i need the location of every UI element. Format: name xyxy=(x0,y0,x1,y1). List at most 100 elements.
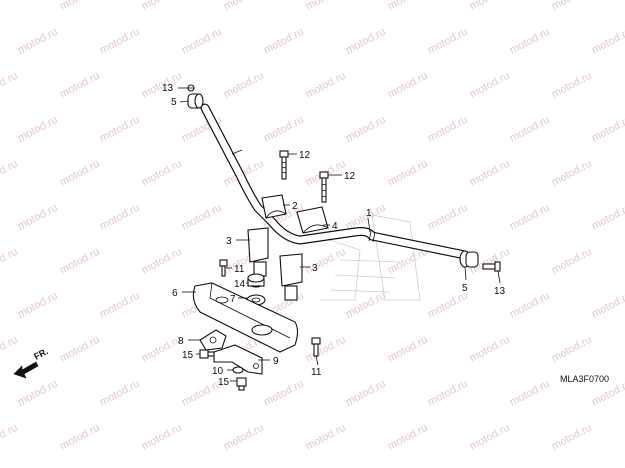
callout-12-right: 12 xyxy=(344,171,356,182)
bar-end-weight-left xyxy=(187,93,204,109)
watermark-text: motod.ru xyxy=(16,290,60,321)
direction-label: FR. xyxy=(32,346,49,362)
callout-13-right: 13 xyxy=(494,286,506,297)
watermark-text: motod.ru xyxy=(222,422,266,453)
watermark-text: motod.ru xyxy=(508,26,552,57)
bar-end-screw-left xyxy=(187,84,195,92)
callout-3-right: 3 xyxy=(312,263,318,274)
watermark-text: motod.ru xyxy=(58,158,102,189)
callout-13-left: 13 xyxy=(162,83,174,94)
callout-8: 8 xyxy=(178,336,184,347)
callout-14: 14 xyxy=(234,279,246,290)
callout-4: 4 xyxy=(332,221,338,232)
arrow-left-icon xyxy=(13,361,39,379)
watermark-text: motod.ru xyxy=(508,378,552,409)
watermark-text: motod.ru xyxy=(386,334,430,365)
bracket-9 xyxy=(213,344,263,375)
watermark-text: motod.ru xyxy=(0,334,20,365)
handlebar xyxy=(200,103,470,260)
watermark-text: motod.ru xyxy=(0,0,20,13)
watermark-text: motod.ru xyxy=(344,26,388,57)
watermark-text: motod.ru xyxy=(344,378,388,409)
watermark-text: motod.ru xyxy=(0,158,20,189)
leader-lines xyxy=(178,87,501,382)
watermark-text: motod.ru xyxy=(98,114,142,145)
nut-14 xyxy=(247,273,265,288)
lower-holder-3-left xyxy=(247,227,269,277)
watermark-text: motod.ru xyxy=(468,70,512,101)
bolt-15-upper xyxy=(199,349,215,359)
upper-holder-4 xyxy=(296,206,329,234)
watermark-text: motod.ru xyxy=(304,422,348,453)
callout-9: 9 xyxy=(273,356,279,367)
watermark-text: motod.ru xyxy=(58,70,102,101)
bar-end-weight-right xyxy=(459,250,479,268)
washer-10 xyxy=(232,366,244,374)
top-bridge-6 xyxy=(192,282,299,353)
bolt-11-left xyxy=(219,259,228,277)
watermark-text: motod.ru xyxy=(222,70,266,101)
watermark-text: motod.ru xyxy=(0,70,20,101)
watermark-text: motod.ru xyxy=(590,290,625,321)
watermark-text: motod.ru xyxy=(16,378,60,409)
watermark-text: motod.ru xyxy=(386,0,430,13)
watermark-text: motod.ru xyxy=(58,422,102,453)
watermark-text: motod.ru xyxy=(344,114,388,145)
watermark-text: motod.ru xyxy=(98,378,142,409)
watermark-text: motod.ru xyxy=(304,334,348,365)
watermark-text: motod.ru xyxy=(590,26,625,57)
watermark-text: motod.ru xyxy=(550,158,594,189)
bolt-15-lower xyxy=(236,377,247,391)
ghost-outline xyxy=(320,214,421,301)
callout-5-right: 5 xyxy=(462,283,468,294)
watermark-text: motod.ru xyxy=(304,246,348,277)
callout-11-right: 11 xyxy=(311,367,322,378)
diagram-code: MLA3F0700 xyxy=(560,374,609,384)
watermark-text: motod.ru xyxy=(58,246,102,277)
front-direction-indicator: FR. xyxy=(13,346,50,379)
watermark-text: motod.ru xyxy=(426,26,470,57)
callouts: 13 5 12 12 2 1 4 3 3 11 14 7 6 5 13 8 9 … xyxy=(162,83,506,388)
callout-1: 1 xyxy=(366,208,372,219)
callout-10: 10 xyxy=(212,366,224,377)
watermark-text: motod.ru xyxy=(590,114,625,145)
watermark-text: motod.ru xyxy=(508,290,552,321)
bolt-12-right xyxy=(319,171,329,203)
watermark-text: motod.ru xyxy=(426,114,470,145)
callout-3-left: 3 xyxy=(226,236,232,247)
watermark-text: motod.ru xyxy=(344,290,388,321)
watermark-text: motod.ru xyxy=(304,70,348,101)
watermark-text: motod.ru xyxy=(550,246,594,277)
watermark-text: motod.ru xyxy=(426,290,470,321)
bar-end-screw-right xyxy=(482,261,501,272)
watermark-text: motod.ru xyxy=(58,0,102,13)
watermark-text: motod.ru xyxy=(426,202,470,233)
watermark-text: motod.ru xyxy=(180,202,224,233)
watermark-text: motod.ru xyxy=(58,334,102,365)
watermark-text: motod.ru xyxy=(550,70,594,101)
callout-6: 6 xyxy=(172,288,178,299)
watermark-text: motod.ru xyxy=(98,290,142,321)
bracket-8 xyxy=(199,329,227,351)
watermark-text: motod.ru xyxy=(468,0,512,13)
watermark-text: motod.ru xyxy=(262,26,306,57)
watermark-text: motod.ru xyxy=(98,26,142,57)
watermark-text: motod.ru xyxy=(140,158,184,189)
watermark-text: motod.ru xyxy=(140,422,184,453)
watermark-text: motod.ru xyxy=(550,334,594,365)
watermark-text: motod.ru xyxy=(386,158,430,189)
callout-12-left: 12 xyxy=(299,150,311,161)
callout-2: 2 xyxy=(292,201,298,212)
watermark-text: motod.ru xyxy=(304,0,348,13)
watermark-text: motod.ru xyxy=(262,378,306,409)
callout-7: 7 xyxy=(230,294,236,305)
watermark-text: motod.ru xyxy=(262,114,306,145)
watermark-text: motod.ru xyxy=(468,334,512,365)
watermark-text: motod.ru xyxy=(386,422,430,453)
watermark-text: motod.ru xyxy=(0,422,20,453)
upper-holder-2 xyxy=(261,194,287,219)
callout-11-left: 11 xyxy=(234,264,245,275)
watermark-text: motod.ru xyxy=(180,26,224,57)
watermark-text: motod.ru xyxy=(508,202,552,233)
